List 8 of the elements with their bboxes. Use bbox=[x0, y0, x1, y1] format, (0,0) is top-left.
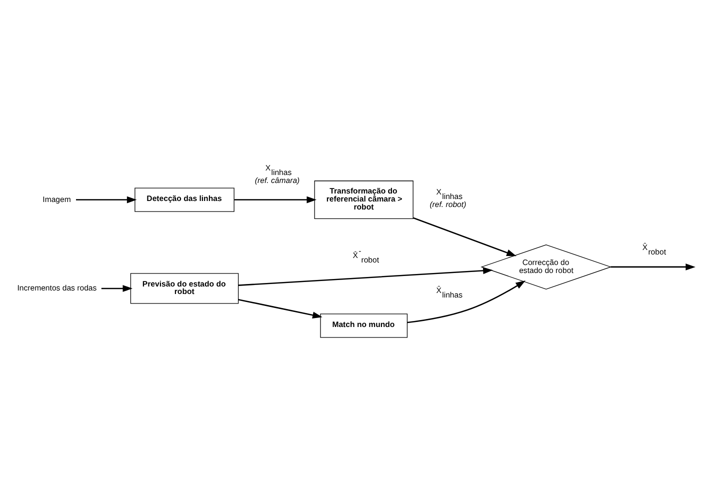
arrow bbox=[610, 264, 696, 270]
arrow bbox=[101, 285, 133, 292]
arrow bbox=[238, 298, 322, 318]
arrow bbox=[413, 217, 516, 256]
arrow bbox=[234, 196, 317, 204]
arrow bbox=[76, 196, 137, 204]
arrow bbox=[238, 267, 493, 286]
arrow bbox=[407, 280, 526, 324]
